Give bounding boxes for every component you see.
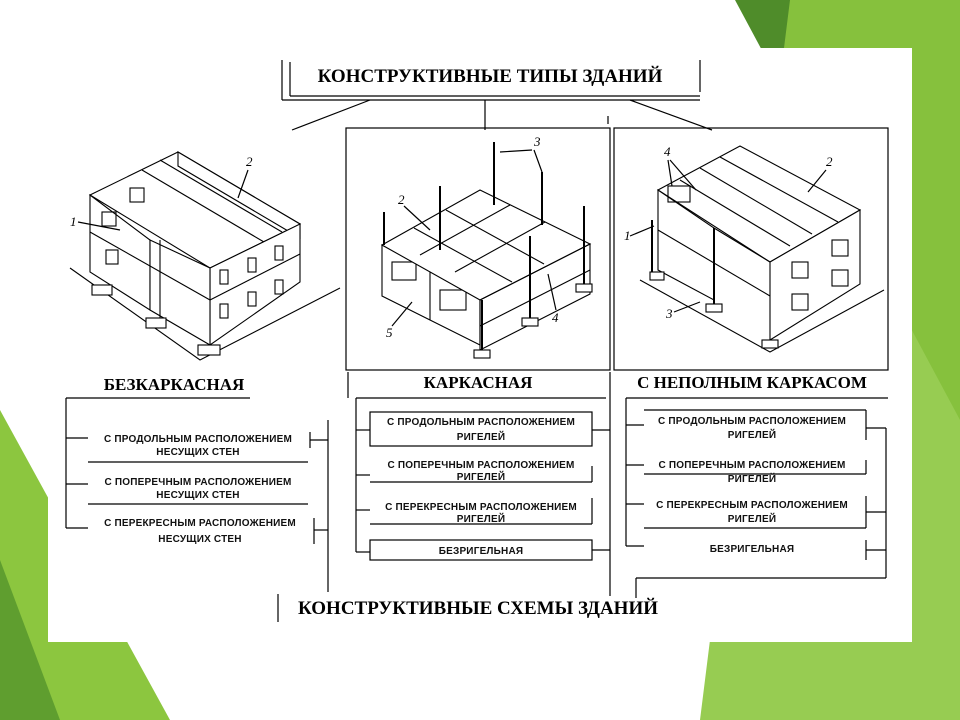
- bottom-title: КОНСТРУКТИВНЫЕ СХЕМЫ ЗДАНИЙ: [298, 597, 658, 619]
- frame-scheme-list: С ПРОДОЛЬНЫМ РАСПОЛОЖЕНИЕМ РИГЕЛЕЙ С ПОП…: [347, 372, 611, 596]
- partial-item-3-line-2: РИГЕЛЕЙ: [728, 512, 776, 525]
- frame-callout-5: 5: [386, 325, 393, 340]
- partial-frame-building-box: [613, 127, 889, 371]
- frame-item-2-line-2: РИГЕЛЕЙ: [457, 470, 505, 483]
- type-label-partial-frame: С НЕПОЛНЫМ КАРКАСОМ: [637, 373, 867, 392]
- frameless-item-2-line-1: С ПОПЕРЕЧНЫМ РАСПОЛОЖЕНИЕМ: [105, 477, 292, 488]
- frameless-scheme-list: С ПРОДОЛЬНЫМ РАСПОЛОЖЕНИЕМ НЕСУЩИХ СТЕН …: [65, 397, 329, 592]
- frameless-item-1-line-2: НЕСУЩИХ СТЕН: [156, 447, 239, 458]
- type-label-frameless: БЕЗКАРКАСНАЯ: [104, 375, 245, 394]
- frame-building-box: [345, 127, 611, 371]
- top-title: КОНСТРУКТИВНЫЕ ТИПЫ ЗДАНИЙ: [318, 65, 663, 87]
- frame-item-3-line-2: РИГЕЛЕЙ: [457, 512, 505, 525]
- frame-item-1-line-1: С ПРОДОЛЬНЫМ РАСПОЛОЖЕНИЕМ: [387, 417, 575, 428]
- frameless-item-1-line-1: С ПРОДОЛЬНЫМ РАСПОЛОЖЕНИЕМ: [104, 434, 292, 445]
- frame-item-1-line-2: РИГЕЛЕЙ: [457, 430, 505, 443]
- partial-item-2-line-2: РИГЕЛЕЙ: [728, 472, 776, 485]
- frame-item-1-box: [369, 411, 593, 447]
- partial-callout-4: 4: [664, 144, 671, 159]
- frameless-callout-2: 2: [246, 154, 253, 169]
- frame-building-illustration: 3 2 4 5: [380, 134, 593, 359]
- frameless-item-2-line-2: НЕСУЩИХ СТЕН: [156, 490, 239, 501]
- partial-item-1-line-1: С ПРОДОЛЬНЫМ РАСПОЛОЖЕНИЕМ: [658, 416, 846, 427]
- partial-frame-building-illustration: 4 2 1 3: [624, 144, 885, 353]
- frameless-building-illustration: 1 2: [69, 151, 341, 361]
- frame-item-4-line-1: БЕЗРИГЕЛЬНАЯ: [439, 546, 524, 557]
- frame-callout-3: 3: [533, 134, 541, 149]
- frameless-item-3-line-1: С ПЕРЕКРЕСНЫМ РАСПОЛОЖЕНИЕМ: [104, 518, 296, 529]
- frame-item-2-line-1: С ПОПЕРЕЧНЫМ РАСПОЛОЖЕНИЕМ: [388, 460, 575, 471]
- partial-item-2-line-1: С ПОПЕРЕЧНЫМ РАСПОЛОЖЕНИЕМ: [659, 460, 846, 471]
- type-label-frame: КАРКАСНАЯ: [424, 373, 533, 392]
- bottom-title-block: КОНСТРУКТИВНЫЕ СХЕМЫ ЗДАНИЙ: [277, 594, 658, 622]
- partial-item-4-line-1: БЕЗРИГЕЛЬНАЯ: [710, 544, 795, 555]
- frameless-callout-1: 1: [70, 214, 77, 229]
- partial-callout-1: 1: [624, 228, 631, 243]
- green-wedge-left-dark: [0, 560, 60, 720]
- partial-callout-2: 2: [826, 154, 833, 169]
- frame-item-3-line-1: С ПЕРЕКРЕСНЫМ РАСПОЛОЖЕНИЕМ: [385, 502, 577, 513]
- frame-callout-4: 4: [552, 310, 559, 325]
- frameless-item-3-line-2: НЕСУЩИХ СТЕН: [158, 534, 241, 545]
- partial-item-1-line-2: РИГЕЛЕЙ: [728, 428, 776, 441]
- frame-callout-2: 2: [398, 192, 405, 207]
- partial-item-3-line-1: С ПЕРЕКРЕСНЫМ РАСПОЛОЖЕНИЕМ: [656, 500, 848, 511]
- partial-callout-3: 3: [665, 306, 673, 321]
- partial-frame-scheme-list: С ПРОДОЛЬНЫМ РАСПОЛОЖЕНИЕМ РИГЕЛЕЙ С ПОП…: [625, 397, 888, 598]
- top-title-block: КОНСТРУКТИВНЫЕ ТИПЫ ЗДАНИЙ: [281, 60, 713, 131]
